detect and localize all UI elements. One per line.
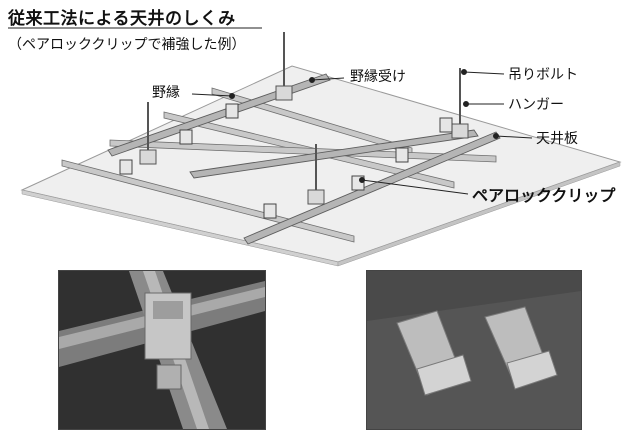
label-tenjo-ita: 天井板 [536, 131, 578, 147]
pair-lock-clip [439, 117, 453, 133]
nobuchi-uke-channel [243, 131, 501, 245]
pair-lock-clip [395, 147, 409, 163]
hanger [139, 149, 157, 165]
label-nobuchi-uke: 野縁受け [350, 69, 406, 85]
nobuchi-joist [61, 159, 355, 243]
hangers [139, 85, 469, 205]
photo-clip-pair-art [367, 271, 581, 429]
nobuchi-uke-channels [107, 73, 501, 245]
photo-clip-pair [366, 270, 582, 430]
leader-lines [191, 69, 533, 195]
diagram-title: 従来工法による天井のしくみ [8, 9, 236, 29]
hanger [307, 189, 325, 205]
ceiling-board-edge-right [337, 161, 621, 267]
pair-lock-clip [119, 159, 133, 175]
pair-lock-clip [225, 103, 239, 119]
photo-clip-installed-art [59, 271, 265, 429]
label-nobuchi: 野縁 [152, 85, 180, 101]
nobuchi-joists [61, 87, 497, 243]
pair-lock-clips [119, 103, 453, 219]
pair-lock-clip [179, 129, 193, 145]
pair-lock-clip [263, 203, 277, 219]
label-pair-lock-clip: ペアロッククリップ [472, 186, 616, 205]
photo-clip-installed [58, 270, 266, 430]
hanging-bolts [147, 32, 461, 196]
nobuchi-uke-channel [107, 73, 331, 157]
hanger [451, 123, 469, 139]
label-tsuri-bolt: 吊りボルト [508, 67, 578, 83]
nobuchi-uke-channel [189, 129, 479, 179]
diagram-subtitle: （ペアロッククリップで補強した例） [8, 37, 246, 53]
label-hanger: ハンガー [508, 97, 564, 113]
hanger [275, 85, 293, 101]
